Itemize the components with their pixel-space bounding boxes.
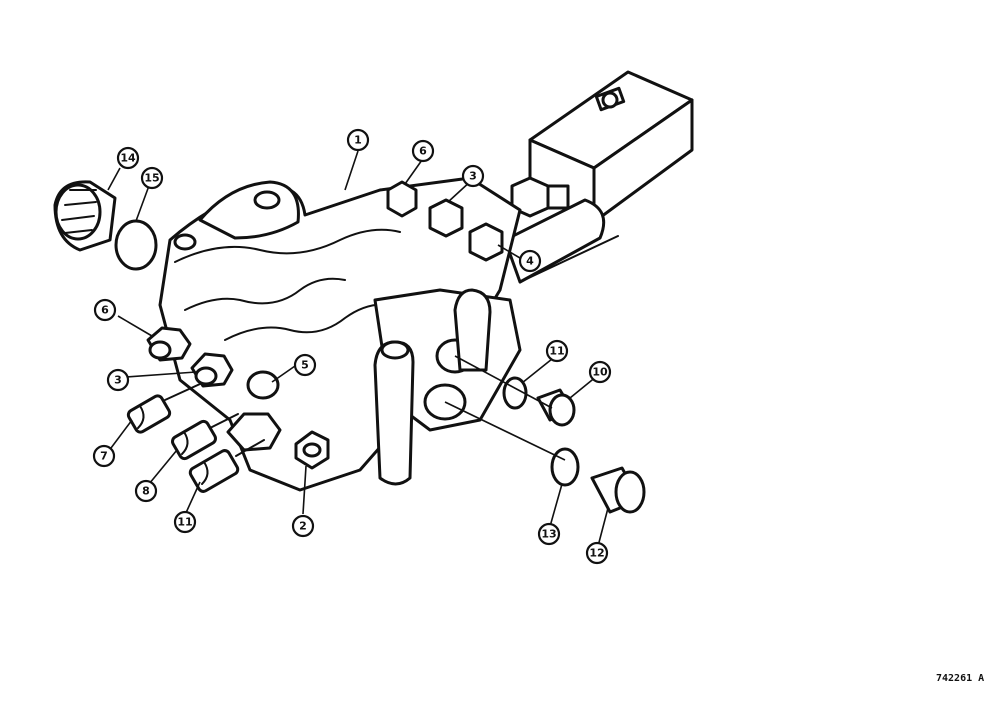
solenoid-housing (528, 70, 694, 224)
svg-text:6: 6 (419, 145, 427, 158)
svg-text:6: 6 (101, 304, 109, 317)
callout-7: 7 (92, 444, 116, 468)
svg-text:3: 3 (469, 170, 477, 183)
spool-ends (126, 383, 265, 493)
svg-text:12: 12 (589, 547, 604, 560)
callout-15: 15 (140, 166, 164, 190)
callout-5: 5 (293, 353, 317, 377)
svg-text:1: 1 (354, 134, 362, 147)
callout-11: 11 (545, 339, 569, 363)
valve-body (158, 176, 522, 492)
callout-3-lower: 3 (106, 368, 130, 392)
callout-6-upper: 6 (411, 139, 435, 163)
plug-12 (590, 466, 646, 514)
callout-12: 12 (585, 541, 609, 565)
plug-14 (53, 180, 117, 252)
callout-10: 10 (588, 360, 612, 384)
leader-lines (107, 150, 609, 551)
callout-4: 4 (518, 249, 542, 273)
svg-text:11: 11 (177, 516, 192, 529)
svg-text:8: 8 (142, 485, 150, 498)
svg-text:3: 3 (114, 374, 122, 387)
callout-14: 14 (116, 146, 140, 170)
svg-text:14: 14 (120, 152, 136, 165)
svg-text:10: 10 (592, 366, 608, 379)
front-fittings (146, 326, 282, 452)
callout-1: 1 (346, 128, 370, 152)
callout-2: 2 (291, 514, 315, 538)
callout-11-lower: 11 (173, 510, 197, 534)
callout-6-lower: 6 (93, 298, 117, 322)
callout-8: 8 (134, 479, 158, 503)
check-plug (294, 430, 330, 470)
o-ring-15 (114, 219, 158, 271)
svg-text:7: 7 (100, 450, 108, 463)
figure-reference-code: 742261 A (936, 673, 985, 684)
o-ring-13 (550, 447, 580, 487)
svg-text:2: 2 (299, 520, 307, 533)
svg-text:15: 15 (144, 172, 159, 185)
callout-3-upper: 3 (461, 164, 485, 188)
relief-cap-upper (386, 180, 504, 262)
svg-text:11: 11 (549, 345, 564, 358)
svg-text:13: 13 (541, 528, 556, 541)
svg-text:5: 5 (301, 359, 309, 372)
plug-10 (536, 388, 576, 427)
svg-text:4: 4 (526, 255, 534, 268)
callout-13: 13 (537, 522, 561, 546)
